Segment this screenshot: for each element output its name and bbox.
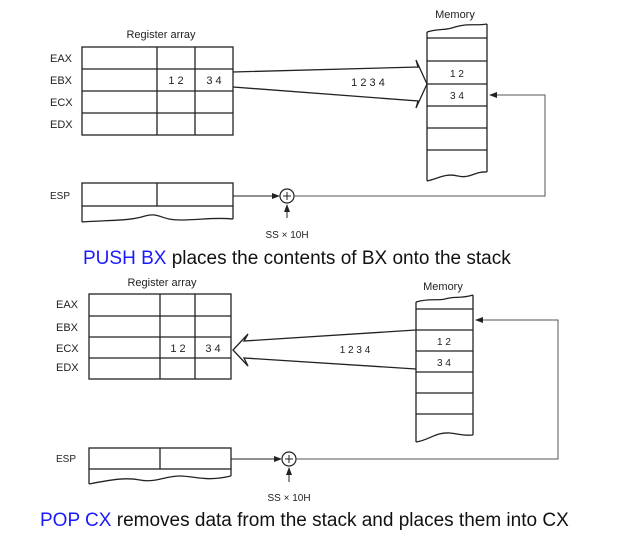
push-caption-text: places the contents of BX onto the stack (166, 248, 511, 269)
pop-address-path (296, 317, 559, 460)
pop-transfer-arrow (232, 329, 417, 370)
pop-ss-label: SS × 10H (267, 493, 310, 504)
push-esp-register (81, 182, 234, 223)
pop-reg-ebx: EBX (56, 322, 79, 334)
pop-reg-edx: EDX (56, 362, 79, 374)
push-mem-low-byte: 3 4 (450, 91, 464, 102)
pop-reg-eax: EAX (56, 299, 79, 311)
pop-mem-high-byte: 1 2 (437, 337, 451, 348)
pop-memory-title: Memory (423, 281, 463, 293)
pop-caption-text: removes data from the stack and places t… (111, 510, 569, 531)
pop-adder-icon (281, 451, 297, 467)
pop-esp-register (88, 447, 232, 485)
pop-reg-ecx: ECX (56, 343, 79, 355)
push-transfer-arrow (232, 59, 428, 109)
pop-ecx-high-byte: 1 2 (170, 343, 185, 355)
pop-mem-low-byte: 3 4 (437, 358, 451, 369)
pop-register-title: Register array (127, 277, 197, 289)
push-esp-label: ESP (50, 191, 70, 202)
pop-register-array (88, 293, 232, 380)
pop-caption-keyword: POP CX (40, 510, 112, 531)
push-adder-icon (279, 188, 295, 204)
push-register-array (81, 46, 234, 136)
push-ss-label: SS × 10H (265, 230, 308, 241)
pop-transfer-value: 1 2 3 4 (340, 345, 371, 356)
push-mem-high-byte: 1 2 (450, 69, 464, 80)
push-caption-keyword: PUSH BX (83, 248, 167, 269)
push-ebx-low-byte: 3 4 (206, 75, 221, 87)
push-reg-eax: EAX (50, 53, 73, 65)
pop-ecx-low-byte: 3 4 (205, 343, 220, 355)
push-reg-ebx: EBX (50, 75, 73, 87)
pop-caption: POP CX removes data from the stack and p… (40, 510, 569, 532)
push-address-path (294, 92, 546, 197)
push-memory-title: Memory (435, 9, 475, 21)
push-caption: PUSH BX places the contents of BX onto t… (83, 248, 511, 270)
push-reg-edx: EDX (50, 119, 73, 131)
push-ebx-high-byte: 1 2 (168, 75, 183, 87)
push-reg-ecx: ECX (50, 97, 73, 109)
pop-diagram: Register array EAX EBX ECX EDX 1 2 3 4 1… (56, 277, 559, 504)
push-memory-block (426, 23, 488, 182)
push-transfer-value: 1 2 3 4 (351, 77, 385, 89)
push-diagram: Register array EAX EBX ECX EDX 1 2 3 4 1… (50, 9, 546, 241)
pop-memory-block (415, 294, 474, 443)
push-register-title: Register array (126, 29, 196, 41)
pop-esp-label: ESP (56, 454, 76, 465)
